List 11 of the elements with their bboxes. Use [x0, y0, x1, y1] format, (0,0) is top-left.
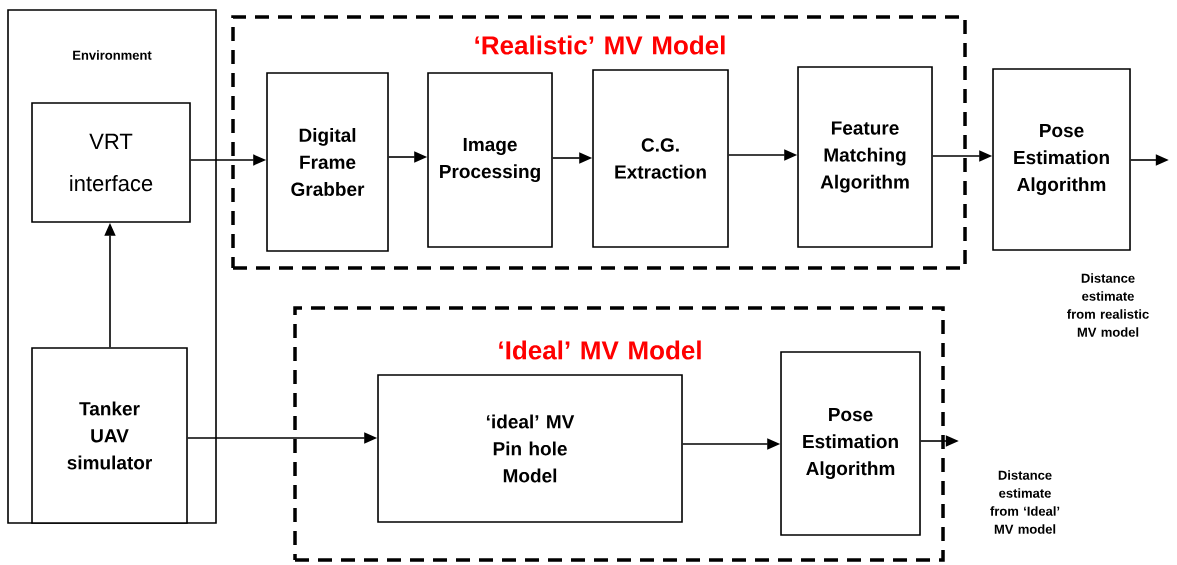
- process-box: Image Processing: [427, 72, 553, 248]
- output-caption: Distance estimate from realistic MV model: [1067, 273, 1149, 337]
- process-box: ‘ideal’ MV Pin hole Model: [377, 374, 683, 523]
- process-box: Digital Frame Grabber: [266, 72, 389, 252]
- process-box: VRT interface: [31, 102, 191, 223]
- process-box: Tanker UAV simulator: [31, 347, 188, 524]
- process-box: Pose Estimation Algorithm: [992, 68, 1131, 251]
- process-box: Feature Matching Algorithm: [797, 66, 933, 248]
- process-box: C.G. Extraction: [592, 69, 729, 248]
- output-caption: Distance estimate from ‘Ideal’ MV model: [990, 470, 1060, 534]
- process-box: Pose Estimation Algorithm: [780, 351, 921, 536]
